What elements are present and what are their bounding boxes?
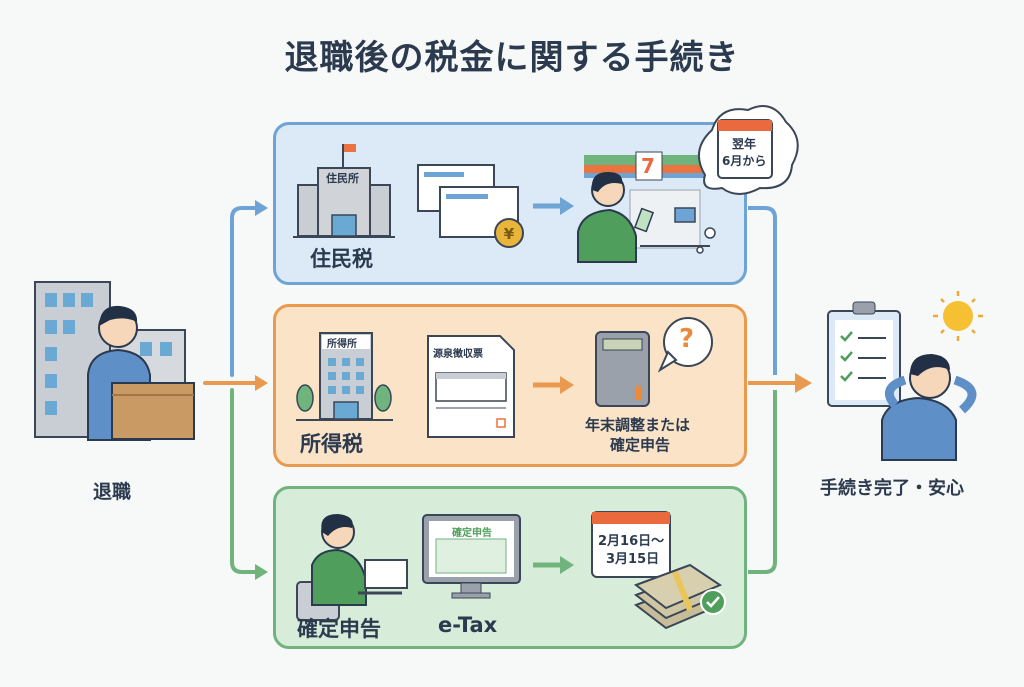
tax-office-sign: 所得所 (327, 339, 357, 350)
merge-arrows (748, 206, 795, 574)
arrow-head-orange (255, 375, 268, 391)
yen-coin-icon (494, 218, 524, 248)
checklist-clipboard-icon (827, 301, 901, 407)
store-logo: 7 (641, 154, 655, 178)
row-title-resident-tax: 住民税 (310, 247, 373, 271)
thought-bubble-calendar-icon (696, 105, 799, 254)
arrow-orange-inner (533, 376, 574, 394)
arrow-green-inner (533, 556, 574, 574)
start-label: 退職 (93, 481, 132, 503)
money-stack-icon (633, 563, 726, 630)
arrow-head-green (255, 564, 268, 580)
thought-line-1: 翌年 (732, 137, 757, 151)
calculator-icon (595, 331, 650, 407)
row-title-tax-return: 確定申告 (297, 617, 381, 641)
convenience-store-icon (577, 151, 710, 263)
income-tax-result-line-2: 確定申告 (610, 436, 671, 454)
branch-arrows (203, 206, 257, 574)
arrow-head-blue (255, 200, 268, 216)
arrow-blue-inner (533, 197, 574, 215)
arrow-head-right (795, 373, 812, 393)
page-title: 退職後の税金に関する手続き (284, 38, 740, 78)
svg-text:¥: ¥ (504, 225, 515, 243)
question-mark: ? (679, 324, 695, 354)
tax-office-icon (296, 332, 393, 421)
cardboard-box-icon (111, 382, 195, 440)
income-tax-result-line-1: 年末調整または (585, 416, 691, 434)
withholding-slip-document-icon (427, 335, 515, 438)
sun-icon (933, 291, 983, 341)
etax-screen-title: 確定申告 (452, 528, 492, 539)
city-hall-icon (293, 144, 395, 238)
etax-monitor-icon (422, 514, 521, 599)
relaxed-person-icon (881, 354, 977, 461)
period-line-1: 2月16日～ (598, 534, 665, 549)
row-title-income-tax: 所得税 (300, 432, 363, 456)
retiring-person-icon (87, 305, 195, 441)
withholding-slip-title: 源泉徴収票 (433, 349, 483, 360)
period-line-2: 3月15日 (606, 552, 660, 567)
etax-label: e-Tax (438, 613, 498, 637)
thought-line-2: 6月から (722, 154, 767, 168)
tax-notice-documents-icon: ¥ (417, 164, 524, 248)
person-with-laptop-icon (296, 514, 408, 621)
deadline-calendar-icon (591, 511, 671, 578)
end-label: 手続き完了・安心 (820, 478, 964, 499)
city-hall-sign: 住民所 (326, 172, 359, 185)
question-speech-bubble-icon (657, 317, 713, 373)
